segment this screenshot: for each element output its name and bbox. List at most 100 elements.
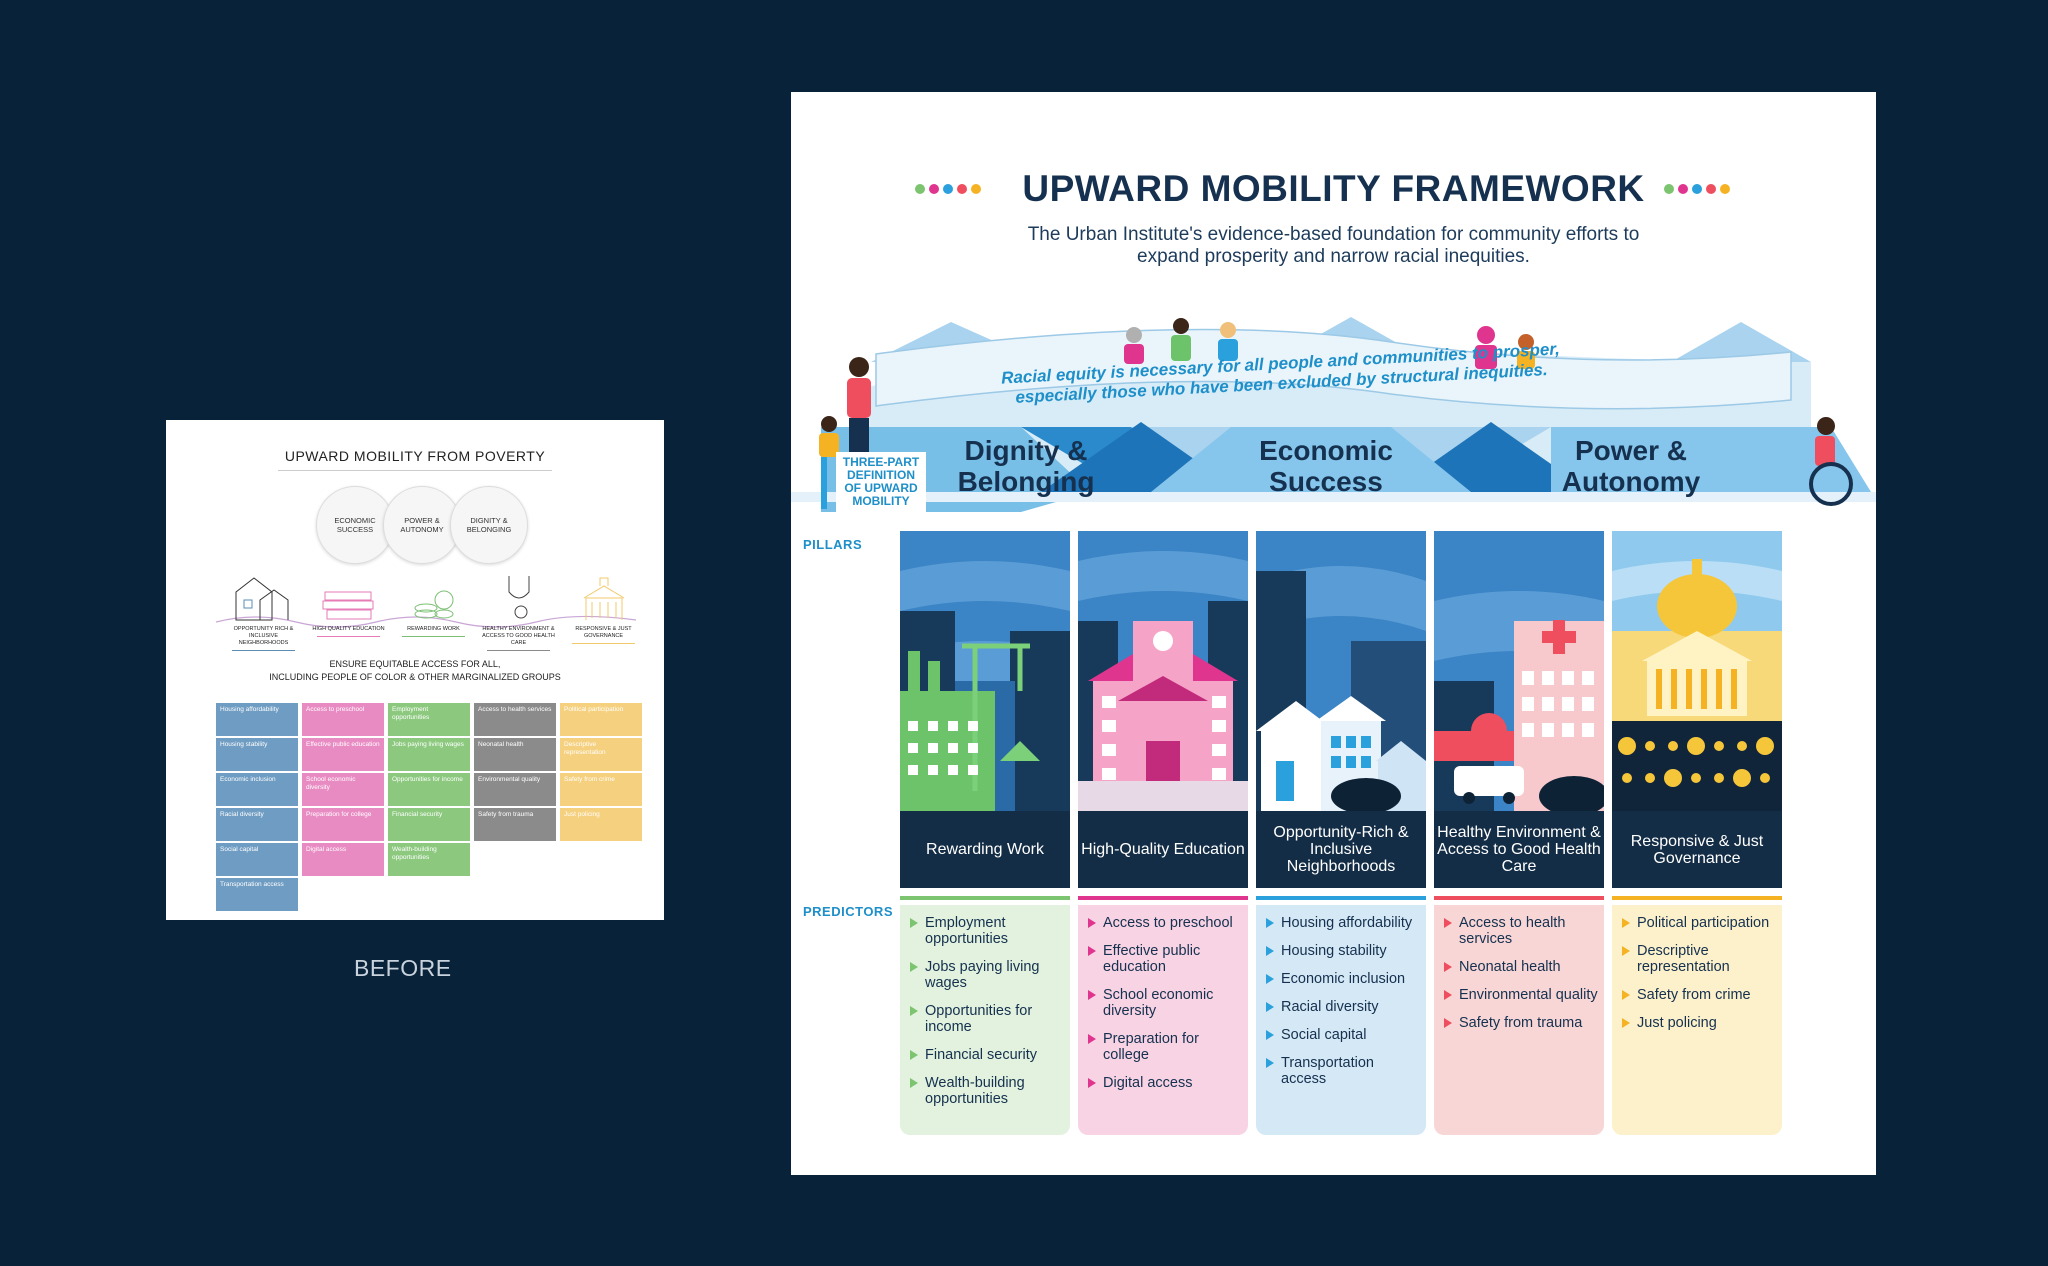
predictor-item: Economic inclusion <box>1266 971 1420 987</box>
triangle-bullet-icon <box>910 962 918 972</box>
triangle-bullet-icon <box>1088 990 1096 1000</box>
predictor-text: Transportation access <box>1281 1055 1374 1087</box>
before-pillar-work: REWARDING WORK <box>396 570 471 638</box>
circle-power-autonomy: POWER & AUTONOMY <box>383 486 461 564</box>
triangle-bullet-icon <box>1444 1018 1452 1028</box>
before-grid-cell: Financial security <box>388 808 470 841</box>
before-grid-cell: Safety from crime <box>560 773 642 806</box>
predictor-item: Safety from trauma <box>1444 1015 1598 1031</box>
triangle-bullet-icon <box>910 1078 918 1088</box>
stethoscope-icon <box>508 576 530 619</box>
predictor-item: Social capital <box>1266 1027 1420 1043</box>
predictor-item: Neonatal health <box>1444 959 1598 975</box>
triangle-bullet-icon <box>1622 1018 1630 1028</box>
title-dot <box>1720 184 1730 194</box>
before-grid-cell: Jobs paying living wages <box>388 738 470 771</box>
pillar-caption: Opportunity-Rich & Inclusive Neighborhoo… <box>1256 811 1426 888</box>
predictor-item: Just policing <box>1622 1015 1776 1031</box>
pillar-illustration <box>1434 531 1604 811</box>
pillar-color-bar <box>1434 896 1604 900</box>
head-dignity-belonging: Dignity &Belonging <box>957 435 1095 497</box>
predictor-text: Racial diversity <box>1281 999 1379 1015</box>
pillars-label: PILLARS <box>803 537 863 552</box>
houses-icon <box>235 577 289 621</box>
predictor-item: School economic diversity <box>1088 987 1242 1019</box>
predictor-item: Housing affordability <box>1266 915 1420 931</box>
capitol-icon <box>583 577 625 620</box>
predictor-item: Racial diversity <box>1266 999 1420 1015</box>
predictor-item: Employment opportunities <box>910 915 1064 947</box>
triangle-bullet-icon <box>1444 990 1452 1000</box>
triangle-bullet-icon <box>910 1050 918 1060</box>
predictor-text: Safety from crime <box>1637 987 1751 1003</box>
triangle-bullet-icon <box>1622 946 1630 956</box>
predictor-text: Safety from trauma <box>1459 1015 1583 1031</box>
predictor-item: Access to preschool <box>1088 915 1242 931</box>
triangle-bullet-icon <box>1444 918 1452 928</box>
before-grid-cell: Employment opportunities <box>388 703 470 736</box>
head-power-autonomy: Power &Autonomy <box>1561 435 1701 497</box>
pillar-illustration <box>1256 531 1426 811</box>
before-pillar-health: HEALTHY ENVIRONMENT & ACCESS TO GOOD HEA… <box>481 570 556 652</box>
before-thumbnail: UPWARD MOBILITY FROM POVERTY ECONOMIC SU… <box>166 420 664 920</box>
predictor-item: Wealth-building opportunities <box>910 1075 1064 1107</box>
predictor-text: Economic inclusion <box>1281 971 1406 987</box>
predictor-item: Descriptive representation <box>1622 943 1776 975</box>
pillar-caption: Healthy Environment & Access to Good Hea… <box>1434 811 1604 888</box>
poster-title: UPWARD MOBILITY FRAMEWORK <box>1022 168 1645 209</box>
predictor-text: School economic diversity <box>1103 987 1214 1019</box>
before-grid-cell: Safety from trauma <box>474 808 556 841</box>
predictor-text: Housing affordability <box>1281 915 1413 931</box>
predictor-text: Jobs paying living wages <box>925 959 1040 991</box>
before-grid-cell: Descriptive representation <box>560 738 642 771</box>
predictor-item: Housing stability <box>1266 943 1420 959</box>
before-grid-cell: Digital access <box>302 843 384 876</box>
after-poster: UPWARD MOBILITY FRAMEWORK The Urban Inst… <box>791 92 1876 1175</box>
coins-icon <box>414 590 454 619</box>
predictor-item: Preparation for college <box>1088 1031 1242 1063</box>
predictor-text: Employment opportunities <box>925 915 1009 947</box>
predictor-text: Access to preschool <box>1103 915 1233 931</box>
triangle-bullet-icon <box>1444 962 1452 972</box>
before-grid-cell: Transportation access <box>216 878 298 911</box>
predictor-text: Effective public education <box>1103 943 1201 975</box>
before-pillar-governance: RESPONSIVE & JUST GOVERNANCE <box>566 570 641 645</box>
predictor-text: Digital access <box>1103 1075 1193 1091</box>
pillar-caption: Responsive & Just Governance <box>1612 811 1782 888</box>
title-dot <box>929 184 939 194</box>
before-grid-cell: Political participation <box>560 703 642 736</box>
before-caption: BEFORE <box>354 955 452 981</box>
pillar-caption: Rewarding Work <box>900 811 1070 888</box>
triangle-bullet-icon <box>1266 1058 1274 1068</box>
predictor-text: Descriptive representation <box>1637 943 1730 975</box>
title-dots-right <box>1664 184 1730 194</box>
before-grid-cell: Economic inclusion <box>216 773 298 806</box>
predictor-text: Wealth-building opportunities <box>925 1075 1025 1107</box>
before-pillar-neighborhoods: OPPORTUNITY RICH & INCLUSIVE NEIGHBORHOO… <box>226 570 301 652</box>
predictor-text: Environmental quality <box>1459 987 1598 1003</box>
pillar-color-bar <box>1612 896 1782 900</box>
before-grid-cell: Neonatal health <box>474 738 556 771</box>
predictor-text: Political participation <box>1637 915 1770 931</box>
triangle-bullet-icon <box>1266 974 1274 984</box>
triangle-bullet-icon <box>910 1006 918 1016</box>
before-grid-cell: Access to health services <box>474 703 556 736</box>
triangle-bullet-icon <box>1266 1002 1274 1012</box>
before-grid-cell: Racial diversity <box>216 808 298 841</box>
title-dot <box>971 184 981 194</box>
before-pillar-icons: OPPORTUNITY RICH & INCLUSIVE NEIGHBORHOO… <box>226 570 646 670</box>
predictor-text: Social capital <box>1281 1027 1367 1043</box>
books-icon <box>322 591 374 620</box>
before-grid-cell: Wealth-building opportunities <box>388 843 470 876</box>
poster-subtitle: The Urban Institute's evidence-based fou… <box>1027 224 1640 267</box>
predictor-item: Opportunities for income <box>910 1003 1064 1035</box>
title-dot <box>957 184 967 194</box>
predictor-item: Environmental quality <box>1444 987 1598 1003</box>
before-ensure-text: ENSURE EQUITABLE ACCESS FOR ALL, INCLUDI… <box>269 659 561 682</box>
triangle-bullet-icon <box>1266 1030 1274 1040</box>
